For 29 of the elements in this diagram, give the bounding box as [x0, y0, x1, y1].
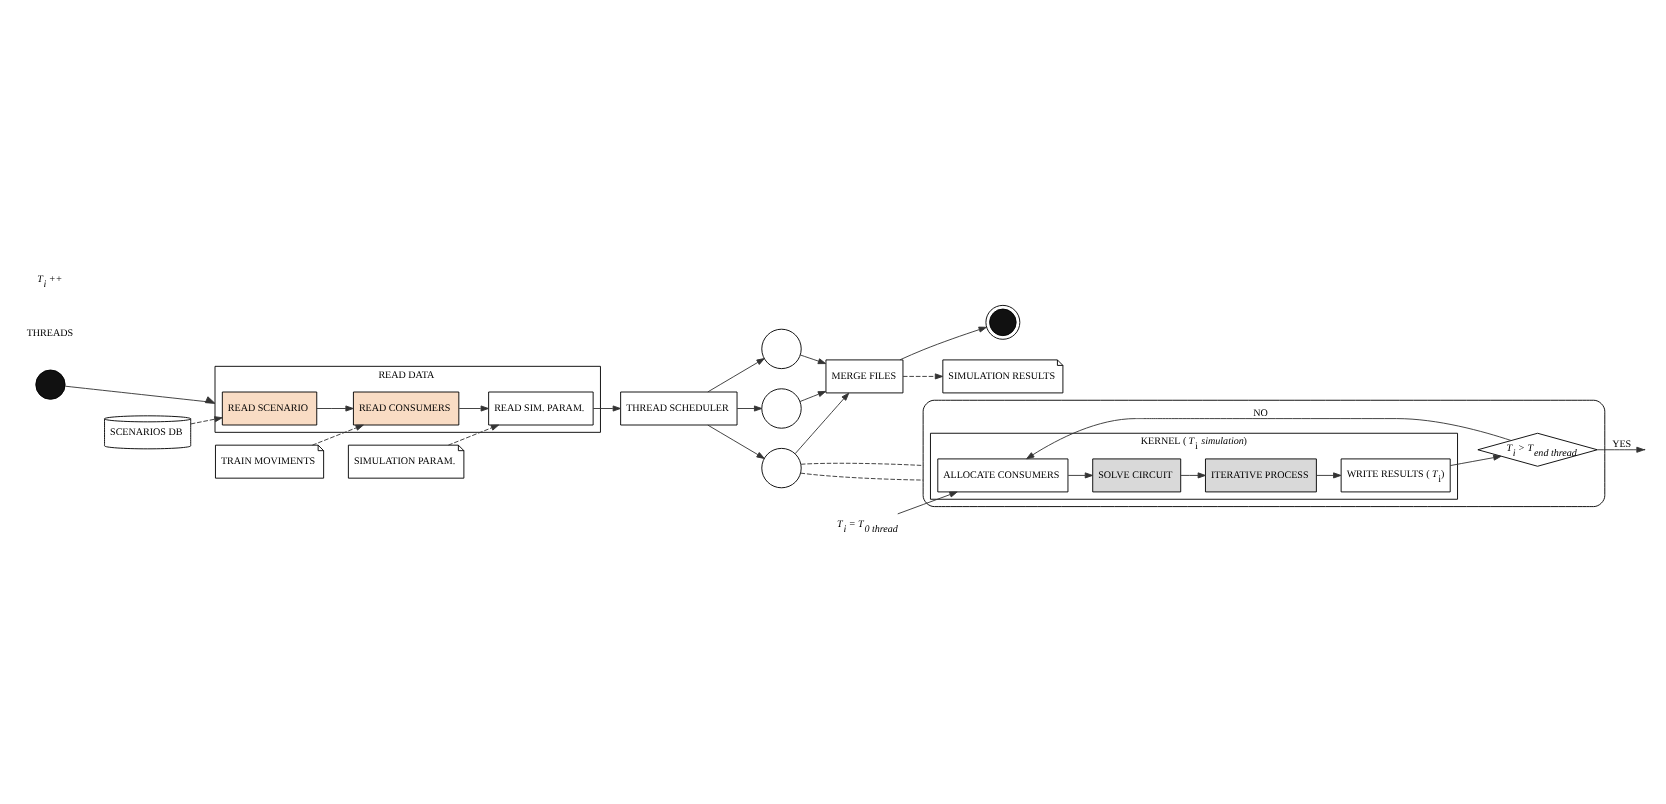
- arrow: [1316, 471, 1342, 478]
- node-circle: [35, 368, 66, 399]
- node-circle: [761, 387, 802, 428]
- arrow: [897, 490, 958, 514]
- arrow: [1067, 471, 1093, 478]
- arrow: [190, 415, 223, 424]
- arrow: [64, 384, 216, 403]
- arrow: [899, 325, 987, 360]
- arrow: [592, 404, 621, 411]
- arrow: [799, 353, 827, 364]
- arrow: [1026, 417, 1512, 459]
- arrow: [799, 389, 827, 401]
- arrow: [707, 423, 765, 458]
- arrow: [458, 404, 489, 411]
- arrow: [447, 423, 500, 445]
- connector: [800, 471, 924, 480]
- arrow: [1180, 471, 1206, 478]
- arrow: [316, 404, 354, 411]
- node-circle: [761, 327, 802, 369]
- arrow: [1597, 445, 1645, 452]
- arrow: [794, 391, 850, 454]
- arrow: [736, 404, 763, 411]
- arrow: [1449, 453, 1502, 465]
- connector: [800, 461, 924, 465]
- arrow: [902, 372, 944, 379]
- arrow: [311, 423, 364, 445]
- arrow: [707, 357, 765, 392]
- cluster: [922, 398, 1606, 507]
- node-circle: [761, 446, 802, 488]
